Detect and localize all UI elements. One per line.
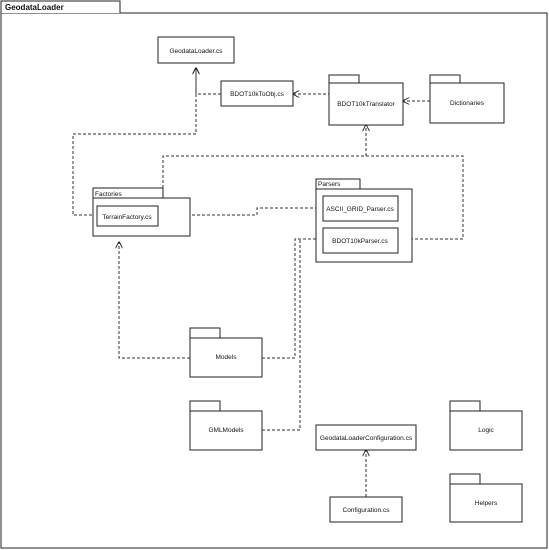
dependency-factories-to-translator [162, 125, 464, 240]
dependency-models-to-factories [119, 242, 190, 359]
class-terrain-factory[interactable]: TerrainFactory.cs [96, 205, 159, 227]
dependency-factories-to-geodata-loader [72, 68, 196, 216]
package-label: Helpers [475, 500, 498, 507]
class-label: BDOT10kToObj.cs [230, 91, 285, 98]
class-bdot-to-obj[interactable]: BDOT10kToObj.cs [220, 80, 294, 107]
package-logic[interactable]: Logic [449, 400, 523, 451]
package-label: Factories [95, 191, 122, 198]
package-helpers[interactable]: Helpers [449, 473, 523, 523]
class-label: BDOT10kParser.cs [332, 238, 388, 245]
class-label: Configuration.cs [343, 507, 391, 514]
package-label: Models [216, 354, 238, 361]
dependency-models-to-bdot-parser [262, 239, 323, 359]
package-bdot-translator[interactable]: BDOT10kTranslator [328, 74, 404, 126]
package-gml-models[interactable]: GMLModels [189, 400, 263, 451]
package-label: BDOT10kTranslator [337, 101, 395, 108]
dependency-parsers-to-terrain-factory [158, 207, 323, 215]
dependency-gml-models-to-parser [262, 239, 301, 431]
package-label: Logic [478, 427, 494, 434]
package-label: Parsers [318, 181, 341, 188]
class-geodata-loader-configuration[interactable]: GeodataLoaderConfiguration.cs [315, 424, 417, 451]
class-label: TerrainFactory.cs [102, 214, 152, 221]
frame-title: GeodataLoader [5, 3, 64, 12]
package-label: GMLModels [208, 427, 244, 434]
package-label: Dictionaries [450, 100, 485, 107]
class-ascii-grid-parser[interactable]: ASCII_GRID_Parser.cs [322, 195, 399, 222]
package-models[interactable]: Models [189, 327, 263, 378]
package-dictionaries[interactable]: Dictionaries [429, 74, 505, 124]
class-geodata-loader[interactable]: GeodataLoader.cs [157, 36, 235, 64]
class-configuration[interactable]: Configuration.cs [329, 496, 403, 523]
class-label: GeodataLoader.cs [169, 48, 223, 55]
class-label: GeodataLoaderConfiguration.cs [320, 435, 413, 442]
class-bdot-parser[interactable]: BDOT10kParser.cs [322, 227, 399, 254]
class-label: ASCII_GRID_Parser.cs [326, 206, 394, 213]
